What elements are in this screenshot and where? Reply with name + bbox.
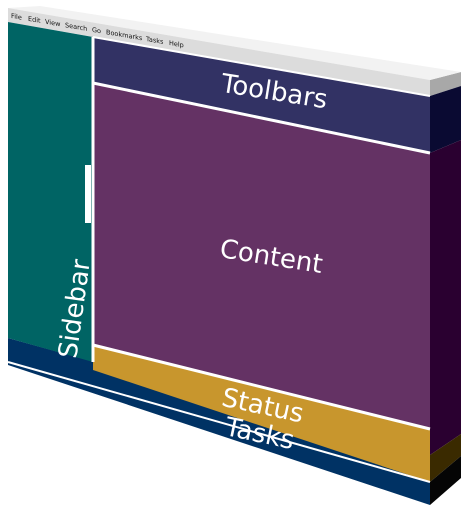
status-side-face: [430, 434, 461, 482]
menu-item-help[interactable]: Help: [169, 39, 184, 49]
divider-menubar-toolbars: [92, 36, 431, 97]
menu-item-view[interactable]: View: [45, 18, 61, 29]
sidebar-splitter-grip[interactable]: [85, 165, 91, 223]
tasks-side-face: [430, 456, 461, 505]
divider-status-tasks: [7, 361, 431, 483]
menu-item-go[interactable]: Go: [92, 26, 101, 35]
sidebar-panel: [8, 22, 93, 362]
menu-item-edit[interactable]: Edit: [28, 15, 41, 25]
toolbars-region: [93, 37, 430, 153]
menubar: [8, 8, 430, 96]
menu-item-search[interactable]: Search: [65, 21, 87, 33]
menubar-top-face: [8, 6, 461, 80]
content-area: [93, 83, 430, 429]
content-side-face: [430, 140, 461, 455]
menu-item-file[interactable]: File: [11, 12, 22, 22]
toolbars-side-face: [430, 86, 461, 153]
menu-item-tasks[interactable]: Tasks: [145, 35, 164, 46]
divider-content-status: [92, 343, 431, 431]
status-bar: [93, 345, 430, 482]
divider-toolbars-content: [92, 81, 431, 155]
